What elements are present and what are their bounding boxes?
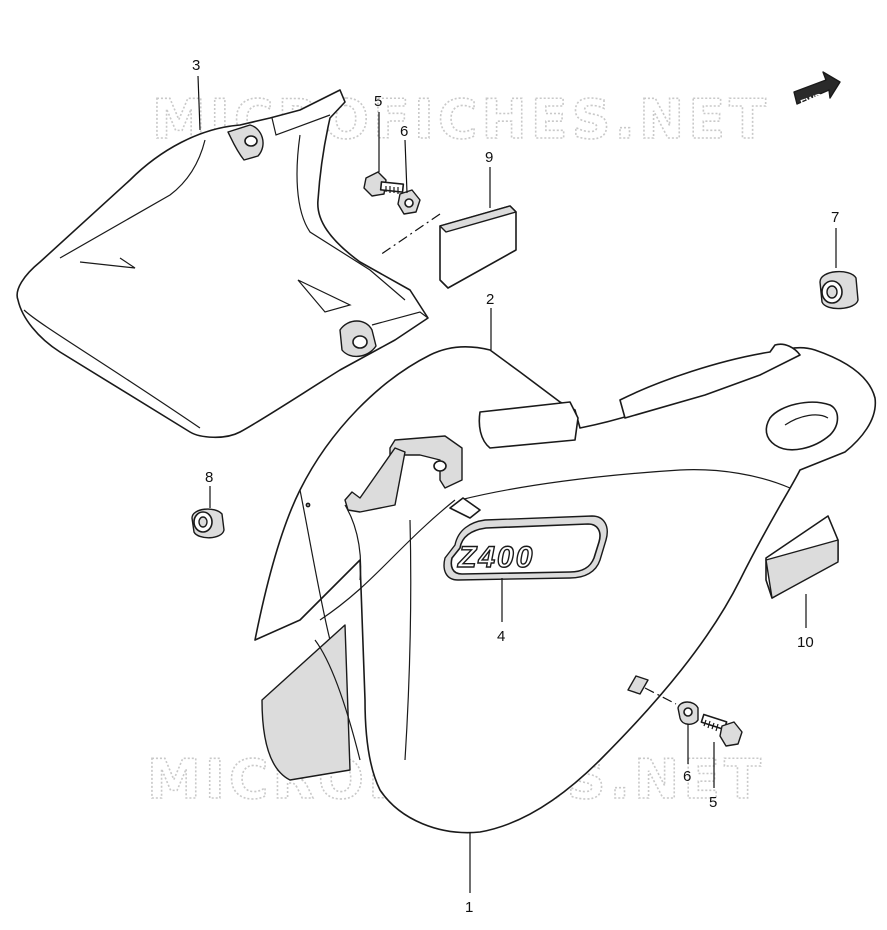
callout-7: 7 [831, 209, 839, 226]
callout-2: 2 [486, 291, 494, 308]
callout-8: 8 [205, 469, 213, 486]
forward-arrow-icon: FWD [793, 71, 841, 110]
callout-6-lower: 6 [683, 768, 691, 785]
emblem-text: Z400 [457, 541, 534, 574]
part-5-bolt-upper [363, 171, 405, 197]
upper-fastener-axis [379, 213, 441, 256]
part-5-bolt-lower [700, 713, 743, 747]
lower-fastener-axis [644, 687, 677, 705]
callout-9: 9 [485, 149, 493, 166]
part-4-emblem: Z400 [443, 515, 608, 581]
part-3-side-cover [16, 89, 429, 439]
callout-10: 10 [797, 634, 814, 651]
callout-6-upper: 6 [400, 123, 408, 140]
callout-5-upper: 5 [374, 93, 382, 110]
callout-5-lower: 5 [709, 794, 717, 811]
part-10-pad [765, 515, 839, 599]
part-6-washer-upper [397, 189, 421, 215]
part-6-washer-lower [677, 701, 699, 725]
leader-lines [197, 75, 837, 893]
part-8-grommet [191, 508, 225, 539]
callouts: 3 5 6 9 7 2 8 4 10 6 5 1 [192, 57, 839, 916]
callout-3: 3 [192, 57, 200, 74]
callout-4: 4 [497, 628, 505, 645]
part-9-pad [439, 205, 517, 289]
part-2-side-cover [254, 343, 877, 834]
part-7-grommet [819, 271, 859, 310]
callout-1: 1 [465, 899, 473, 916]
